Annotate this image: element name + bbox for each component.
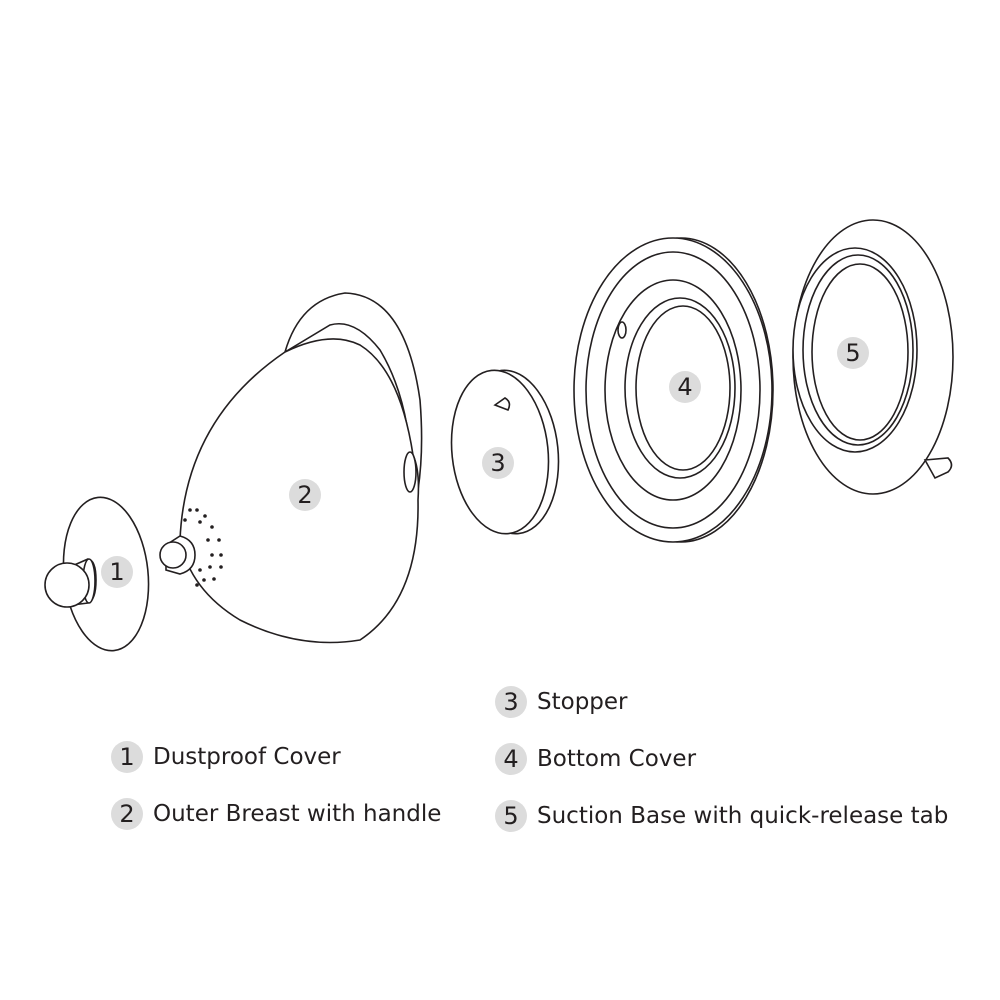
legend-item-5: 5 Suction Base with quick-release tab bbox=[495, 800, 948, 832]
suction-base-drawing bbox=[792, 219, 954, 495]
legend-item-3: 3 Stopper bbox=[495, 686, 628, 718]
outer-breast-drawing bbox=[159, 292, 423, 644]
legend-item-2: 2 Outer Breast with handle bbox=[111, 798, 441, 830]
diagram-badge-2: 2 bbox=[289, 479, 321, 511]
legend-label: Suction Base with quick-release tab bbox=[537, 803, 949, 829]
legend-item-4: 4 Bottom Cover bbox=[495, 743, 696, 775]
vent-holes bbox=[183, 508, 223, 587]
diagram-badge-1: 1 bbox=[101, 556, 133, 588]
legend-label: Outer Breast with handle bbox=[153, 801, 442, 827]
legend-label: Stopper bbox=[537, 689, 628, 715]
legend-label: Bottom Cover bbox=[537, 746, 697, 772]
legend-label: Dustproof Cover bbox=[153, 744, 341, 770]
legend-badge: 4 bbox=[495, 743, 527, 775]
diagram-badge-3: 3 bbox=[482, 447, 514, 479]
legend-badge: 1 bbox=[111, 741, 143, 773]
diagram-badge-4: 4 bbox=[669, 371, 701, 403]
legend-badge: 2 bbox=[111, 798, 143, 830]
legend-badge: 3 bbox=[495, 686, 527, 718]
legend-item-1: 1 Dustproof Cover bbox=[111, 741, 341, 773]
diagram-badge-5: 5 bbox=[837, 337, 869, 369]
legend-badge: 5 bbox=[495, 800, 527, 832]
